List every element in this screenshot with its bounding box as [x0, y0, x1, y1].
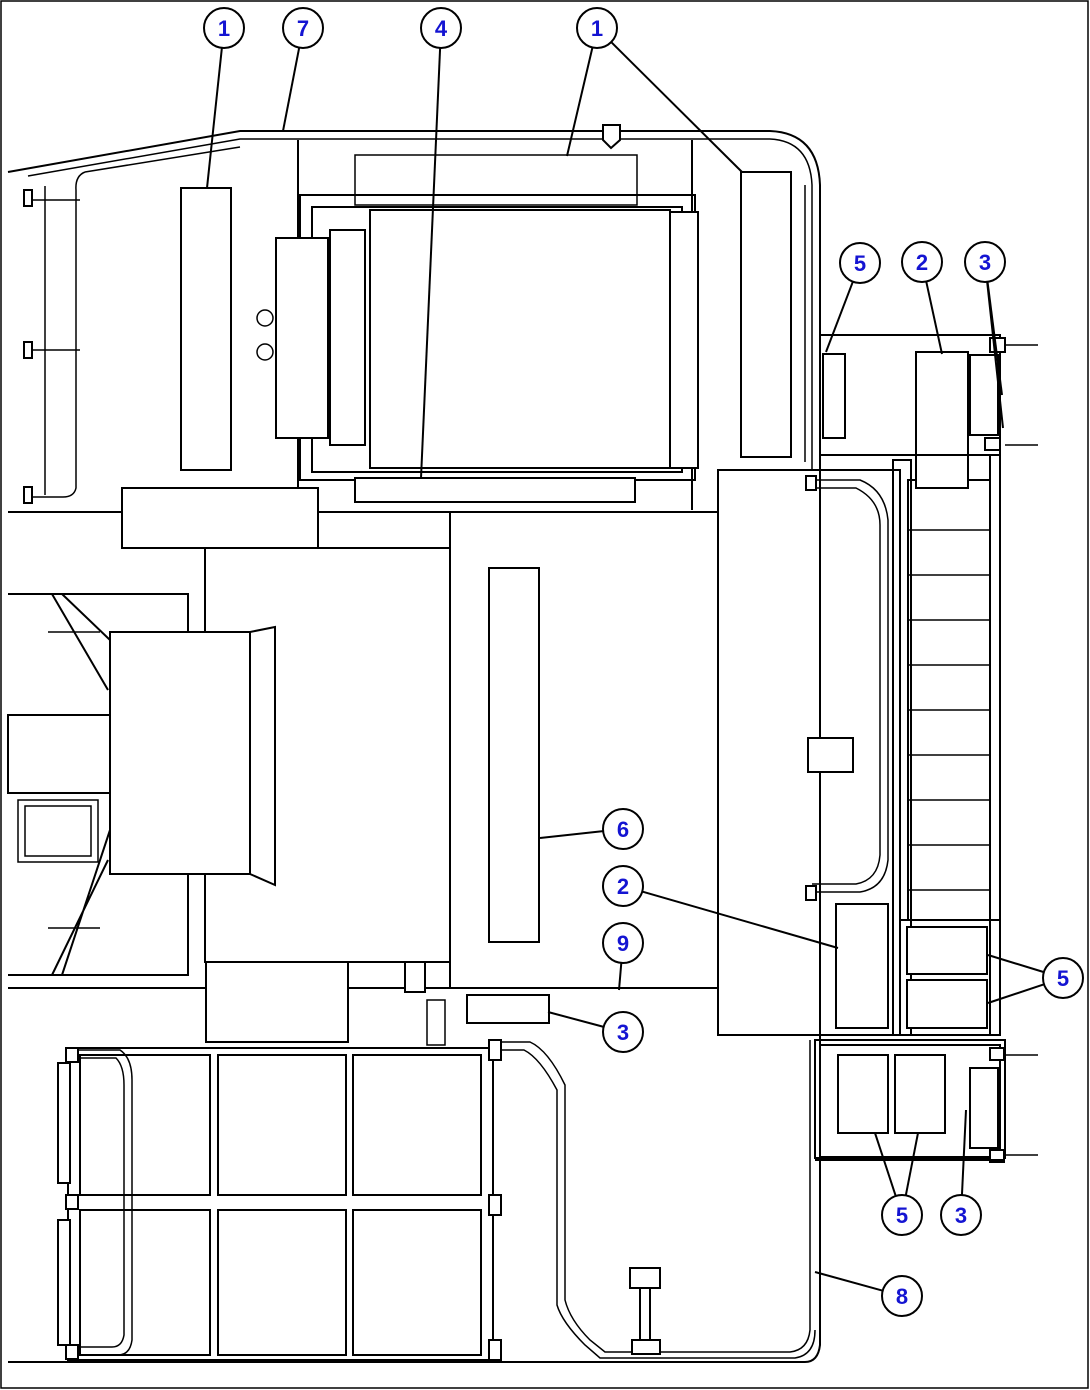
callout-number: 5: [1057, 966, 1069, 991]
rear-handrail: [488, 1039, 816, 1361]
callout-leader-c3c-0: [960, 1109, 967, 1196]
callout-bubble-c2a: 2: [901, 241, 943, 283]
callout-bubble-c3b: 3: [602, 1011, 644, 1053]
callout-circle: [420, 7, 462, 49]
callout-bubble-c3c: 3: [940, 1194, 982, 1236]
cooling-module: [256, 124, 699, 510]
callout-bubble-c5c: 5: [881, 1194, 923, 1236]
callout-number: 5: [854, 251, 866, 276]
callout-circle: [576, 7, 618, 49]
callout-circle: [901, 241, 943, 283]
callout-circle: [602, 865, 644, 907]
callout-leader-c4-0: [420, 47, 442, 479]
callout-circle: [602, 1011, 644, 1053]
callout-leader-c2a-0: [925, 281, 943, 355]
callout-leader-c6-0: [539, 830, 604, 839]
callout-leader-c5c-1: [904, 1132, 919, 1196]
right-walkway: [717, 334, 1038, 1036]
callout-leader-c5b-1: [987, 983, 1045, 1004]
callout-number: 1: [591, 16, 603, 41]
callout-circle: [1042, 957, 1084, 999]
callout-leader-c9-0: [618, 962, 623, 991]
callout-circle: [881, 1275, 923, 1317]
bottom-left-grille: [57, 1047, 494, 1361]
callout-group: 1 7 4 1 5 2 3 6 2 9 3 5 5 3 8: [203, 7, 1084, 1317]
callout-circle: [282, 7, 324, 49]
callout-circle: [964, 241, 1006, 283]
callout-leader-c8-0: [814, 1271, 883, 1292]
callout-bubble-c3a: 3: [964, 241, 1006, 283]
callout-leader-c1b-0: [566, 47, 594, 157]
callout-number: 2: [916, 250, 928, 275]
lower-right-compartment: [814, 1039, 1038, 1163]
callout-leader-c1b-1: [610, 41, 743, 173]
callout-leader-c7-0: [282, 47, 301, 132]
callout-leader-c1a-0: [206, 47, 223, 189]
callout-bubble-c8: 8: [881, 1275, 923, 1317]
callout-leader-c5a-0: [825, 281, 854, 353]
callout-bubble-c2b: 2: [602, 865, 644, 907]
callout-bubble-c5b: 5: [1042, 957, 1084, 999]
callout-bubble-c1a: 1: [203, 7, 245, 49]
callout-number: 8: [896, 1284, 908, 1309]
callout-number: 3: [979, 250, 991, 275]
callout-circle: [881, 1194, 923, 1236]
callout-number: 2: [617, 874, 629, 899]
callout-number: 3: [617, 1020, 629, 1045]
callout-leader-c3b-0: [547, 1011, 604, 1028]
callout-number: 4: [435, 16, 448, 41]
callout-bubble-c7: 7: [282, 7, 324, 49]
callout-number: 6: [617, 817, 629, 842]
callout-circle: [602, 922, 644, 964]
callout-circle: [203, 7, 245, 49]
callout-circle: [602, 808, 644, 850]
callout-bubble-c5a: 5: [839, 242, 881, 284]
callout-bubble-c6: 6: [602, 808, 644, 850]
callout-circle: [940, 1194, 982, 1236]
callout-number: 9: [617, 931, 629, 956]
engine-area: [7, 487, 451, 976]
battery-box-right: [740, 171, 792, 458]
callout-bubble-c1b: 1: [576, 7, 618, 49]
callout-leader-c2b-0: [641, 890, 839, 949]
callout-leader-c3a-1: [986, 281, 1004, 429]
callout-bubble-c4: 4: [420, 7, 462, 49]
battery-box-left: [180, 187, 232, 471]
callout-bubble-c9: 9: [602, 922, 644, 964]
center-panel: [205, 511, 719, 1046]
callout-number: 3: [955, 1203, 967, 1228]
callout-number: 7: [297, 16, 309, 41]
callout-number: 1: [218, 16, 230, 41]
callout-leader-c5c-0: [874, 1132, 897, 1197]
callout-circle: [839, 242, 881, 284]
callout-leader-c5b-0: [987, 954, 1045, 974]
callout-number: 5: [896, 1203, 908, 1228]
